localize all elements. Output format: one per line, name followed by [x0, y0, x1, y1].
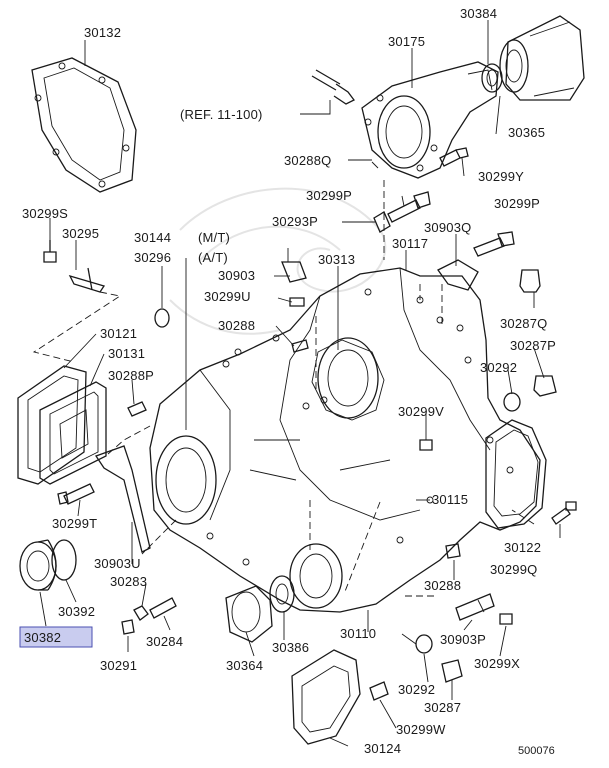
label-30144-tag: (M/T) [198, 230, 230, 245]
label-30299S: 30299S [22, 206, 68, 221]
label-30122: 30122 [504, 540, 541, 555]
label-30144: 30144 [134, 230, 171, 245]
plug-30287 [441, 659, 463, 683]
label-30299W: 30299W [396, 722, 446, 737]
label-30903: 30903 [218, 268, 255, 283]
label-30132: 30132 [84, 25, 121, 40]
bolt-30299T [57, 483, 95, 505]
label-30287Q: 30287Q [500, 316, 547, 331]
label-30296-tag: (A/T) [198, 250, 228, 265]
label-30121: 30121 [100, 326, 137, 341]
label-30903P: 30903P [440, 632, 486, 647]
label-30299P-a: 30299P [306, 188, 352, 203]
bolt-30299U [289, 297, 305, 307]
nut-30283 [133, 605, 149, 621]
label-30115: 30115 [432, 492, 468, 507]
label-30903Q: 30903Q [424, 220, 471, 235]
gasket-30131 [39, 381, 107, 485]
label-30299U: 30299U [204, 289, 251, 304]
stud-30284 [149, 597, 177, 619]
label-30365: 30365 [508, 125, 545, 140]
watermark-emblem [169, 187, 387, 335]
bracket-30903P [455, 593, 495, 621]
cover-30124 [291, 649, 361, 745]
label-30287: 30287 [424, 700, 461, 715]
label-30292-b: 30292 [398, 682, 435, 697]
bracket-30903Q [437, 259, 479, 291]
label-30296: 30296 [134, 250, 171, 265]
label-30288-b: 30288 [424, 578, 461, 593]
label-30299X: 30299X [474, 656, 520, 671]
clip-30295 [68, 267, 106, 293]
seal-30386 [269, 575, 295, 613]
extension-housing-30175 [311, 61, 499, 179]
label-ref: (REF. 11-100) [180, 107, 263, 122]
washer-30292-lower [415, 634, 433, 654]
label-30295: 30295 [62, 226, 99, 241]
plug-30287P [533, 375, 557, 397]
dashed-reference-lines [32, 180, 535, 597]
label-30288P: 30288P [108, 368, 154, 383]
label-30293P: 30293P [272, 214, 318, 229]
label-30392: 30392 [58, 604, 95, 619]
label-30903U: 30903U [94, 556, 141, 571]
label-30117: 30117 [392, 236, 428, 251]
nut-30291 [121, 619, 135, 635]
transfer-case-30117 [149, 267, 541, 613]
label-30283: 30283 [110, 574, 147, 589]
label-30386: 30386 [272, 640, 309, 655]
bolt-30299S [43, 240, 57, 263]
highlight-box [19, 626, 93, 648]
leader-lines [39, 20, 561, 747]
pin-30288-upper [291, 339, 309, 353]
cover-30121 [17, 365, 87, 485]
label-30284: 30284 [146, 634, 183, 649]
bolt-30299P-upper [387, 191, 431, 223]
bracket-30903 [281, 248, 307, 283]
label-30313: 30313 [318, 252, 355, 267]
bracket-30903U [94, 445, 151, 553]
label-30110: 30110 [340, 626, 376, 641]
label-30288Q: 30288Q [284, 153, 331, 168]
dust-cover-30365 [499, 15, 585, 101]
label-30299P-b: 30299P [494, 196, 540, 211]
bolt-30299Y [439, 147, 469, 167]
bolt-30299Q [551, 501, 577, 525]
gasket-30115 [485, 419, 547, 529]
gasket-30313 [311, 339, 385, 421]
label-30364: 30364 [226, 658, 263, 673]
seal-30382 [19, 539, 57, 591]
label-30292-a: 30292 [480, 360, 517, 375]
washer-30292-upper [503, 392, 521, 412]
label-30131: 30131 [108, 346, 145, 361]
bolt-30299X [499, 613, 513, 625]
label-30299Q: 30299Q [490, 562, 537, 577]
label-30299T: 30299T [52, 516, 97, 531]
label-30124: 30124 [364, 741, 401, 756]
clip-30293P [373, 211, 391, 233]
label-30287P: 30287P [510, 338, 556, 353]
label-30384: 30384 [460, 6, 497, 21]
pin-30288P [127, 401, 147, 417]
bolt-30299P-right [473, 231, 515, 257]
highlighted-part-30382[interactable]: 30382 [19, 626, 93, 648]
washer-30392 [51, 539, 77, 581]
label-30288: 30288 [218, 318, 255, 333]
diagram-id: 500076 [518, 745, 555, 757]
label-30299Y: 30299Y [478, 169, 524, 184]
plug-30287Q [519, 269, 541, 293]
label-30299V: 30299V [398, 404, 444, 419]
gasket-30132 [31, 57, 137, 193]
part-labels: 30132 30384 30175 (REF. 11-100) 30365 30… [19, 6, 556, 757]
bolt-30299V [419, 439, 433, 451]
label-30175: 30175 [388, 34, 425, 49]
dust-seal-30364 [225, 585, 273, 643]
pin-30288-lower [445, 543, 461, 559]
label-30382: 30382 [24, 630, 61, 645]
label-30291: 30291 [100, 658, 137, 673]
washer-30296 [154, 308, 170, 328]
bolt-30299W [369, 681, 389, 701]
